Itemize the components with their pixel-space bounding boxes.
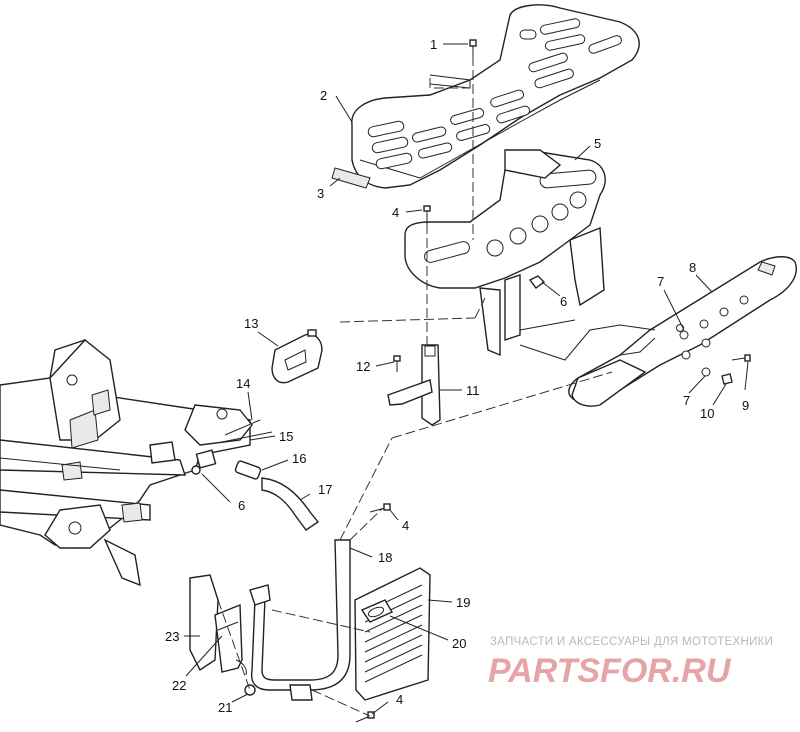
callout-2: 2 — [320, 88, 327, 103]
callout-13: 13 — [244, 316, 258, 331]
callout-14: 14 — [236, 376, 250, 391]
upper-rack — [351, 4, 640, 189]
callout-6a: 6 — [560, 294, 567, 309]
callout-12: 12 — [356, 359, 370, 374]
callout-5: 5 — [594, 136, 601, 151]
mud-flap-frame — [249, 539, 351, 701]
callout-23: 23 — [165, 629, 179, 644]
callout-7a: 7 — [657, 274, 664, 289]
callout-18: 18 — [378, 550, 392, 565]
assembly-lines — [217, 56, 656, 717]
screw-4-top — [423, 205, 431, 224]
rear-bumper — [568, 256, 797, 407]
nut-6-top — [528, 275, 546, 289]
callout-4a: 4 — [392, 205, 399, 220]
callout-3: 3 — [317, 186, 324, 201]
callout-9: 9 — [742, 398, 749, 413]
support-bracket — [387, 344, 441, 426]
callout-22: 22 — [172, 678, 186, 693]
watermark-logo: PARTSFOR.RU — [488, 652, 732, 690]
callout-10: 10 — [700, 406, 714, 421]
reflector — [331, 167, 371, 189]
callout-21: 21 — [218, 700, 232, 715]
callout-17: 17 — [318, 482, 332, 497]
bumper-hardware — [676, 324, 751, 385]
screw-1 — [469, 39, 477, 56]
callout-4b: 4 — [402, 518, 409, 533]
callout-6b: 6 — [238, 498, 245, 513]
tail-light — [271, 329, 323, 384]
rack-base — [404, 149, 606, 357]
callout-11: 11 — [466, 383, 480, 398]
callout-8: 8 — [689, 260, 696, 275]
mud-flap — [354, 567, 431, 701]
side-bracket — [189, 574, 256, 696]
screw-4-lower — [355, 503, 391, 723]
callout-4c: 4 — [396, 692, 403, 707]
screw-12 — [393, 355, 401, 372]
callout-16: 16 — [292, 451, 306, 466]
callout-15: 15 — [279, 429, 293, 444]
flap-plate — [360, 599, 393, 623]
callout-1: 1 — [430, 37, 437, 52]
leader-lines — [184, 43, 749, 715]
callout-7b: 7 — [683, 393, 690, 408]
watermark: ЗАПЧАСТИ И АКСЕССУАРЫ ДЛЯ МОТОТЕХНИКИ PA… — [488, 636, 773, 690]
callout-labels: 1 2 3 4 5 6 7 8 9 10 7 13 12 11 14 15 16… — [165, 37, 749, 715]
vehicle-frame — [0, 339, 253, 587]
watermark-caption: ЗАПЧАСТИ И АКСЕССУАРЫ ДЛЯ МОТОТЕХНИКИ — [490, 636, 773, 648]
callout-19: 19 — [456, 595, 470, 610]
wiring-harness — [191, 419, 320, 531]
callout-20: 20 — [452, 636, 466, 651]
